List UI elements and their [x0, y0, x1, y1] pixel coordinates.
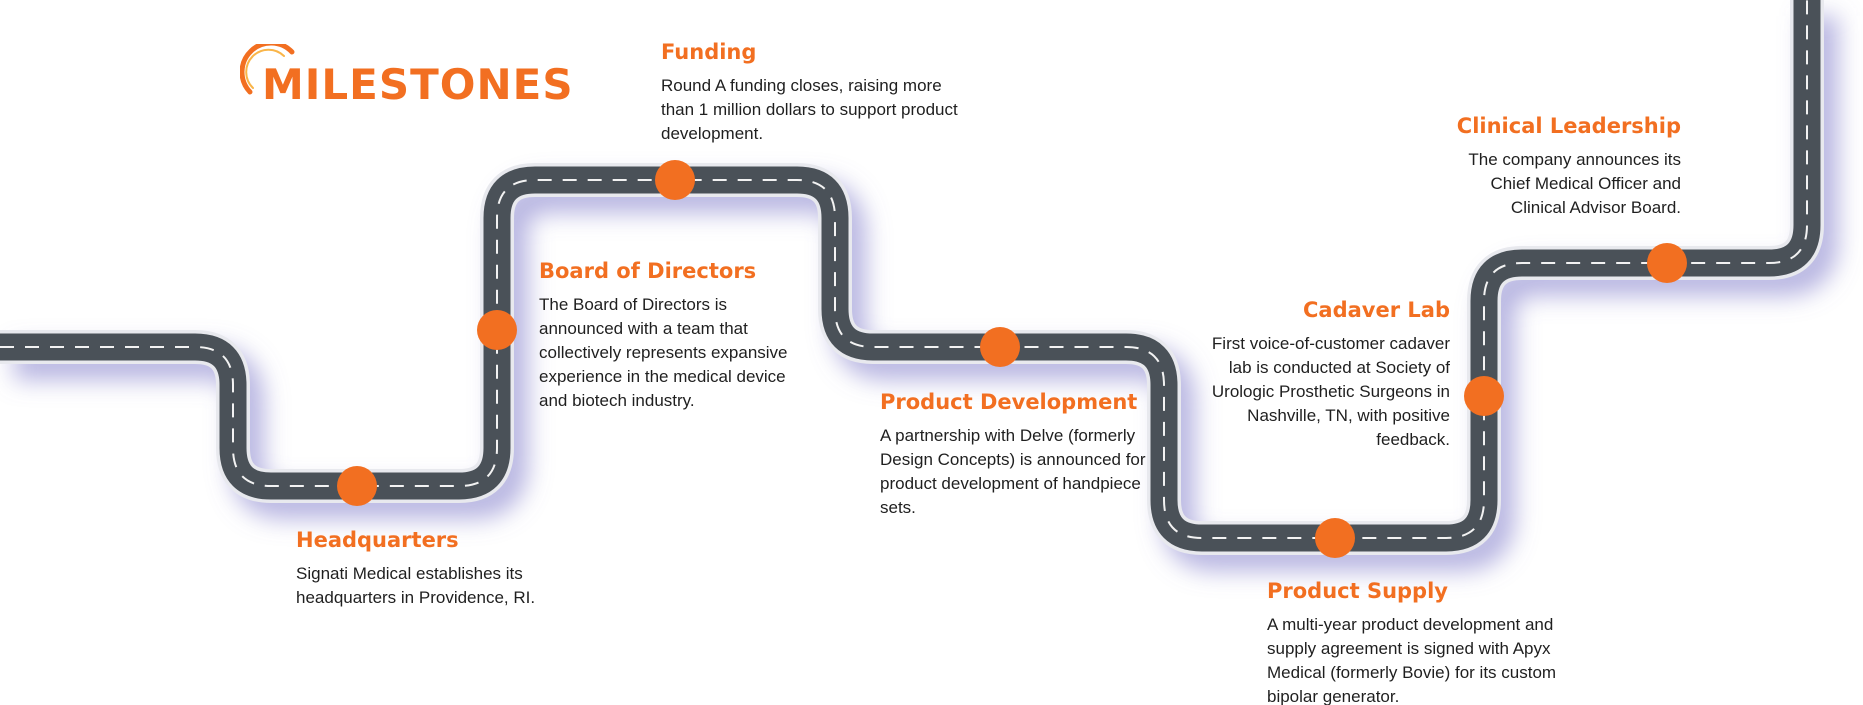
- milestone-board-of-directors: Board of Directors The Board of Director…: [539, 259, 801, 413]
- milestone-title: Clinical Leadership: [1456, 114, 1681, 138]
- milestone-description: A multi-year product development and sup…: [1267, 615, 1557, 705]
- milestone-title: Funding: [661, 40, 757, 64]
- milestone-description: First voice-of-customer cadaver lab is c…: [1211, 334, 1450, 449]
- milestone-description: A partnership with Delve (formerly Desig…: [880, 426, 1146, 517]
- page-title: MILESTONES: [262, 60, 574, 109]
- milestones-logo: MILESTONES: [240, 44, 573, 114]
- milestone-description: The company announces its Chief Medical …: [1468, 150, 1681, 217]
- milestone-description: The Board of Directors is announced with…: [539, 295, 788, 410]
- milestone-description: Signati Medical establishes its headquar…: [296, 564, 536, 607]
- milestone-clinical-leadership: Clinical Leadership The company announce…: [1446, 114, 1681, 220]
- milestone-title: Cadaver Lab: [1303, 298, 1450, 322]
- milestone-funding: Funding Round A funding closes, raising …: [661, 40, 966, 146]
- milestone-product-development: Product Development A partnership with D…: [880, 390, 1170, 520]
- logo-arc-icon: [240, 44, 295, 95]
- milestone-headquarters: Headquarters Signati Medical establishes…: [296, 528, 596, 610]
- milestone-description: Round A funding closes, raising more tha…: [661, 76, 958, 143]
- marker-headquarters: [337, 466, 377, 506]
- road-lane-markings: [0, 0, 1808, 539]
- marker-board-of-directors: [477, 310, 517, 350]
- marker-cadaver-lab: [1464, 376, 1504, 416]
- marker-funding: [655, 160, 695, 200]
- milestone-title: Board of Directors: [539, 259, 757, 283]
- milestone-cadaver-lab: Cadaver Lab First voice-of-customer cada…: [1206, 298, 1450, 452]
- milestone-product-supply: Product Supply A multi-year product deve…: [1267, 579, 1579, 705]
- marker-product-supply: [1315, 518, 1355, 558]
- marker-clinical-leadership: [1647, 243, 1687, 283]
- milestone-title: Headquarters: [296, 528, 459, 552]
- milestone-title: Product Development: [880, 390, 1138, 414]
- milestone-title: Product Supply: [1267, 579, 1448, 603]
- marker-product-development: [980, 327, 1020, 367]
